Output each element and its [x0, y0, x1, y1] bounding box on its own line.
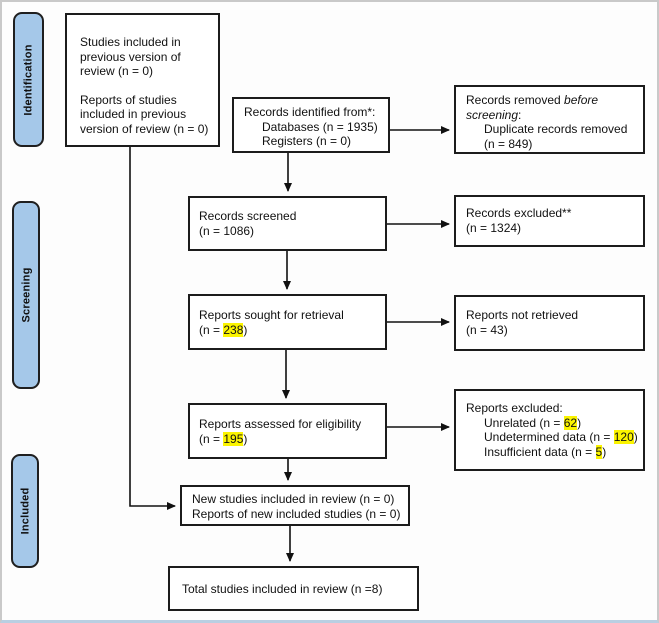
- highlighted-count: 5: [595, 444, 603, 459]
- stage-included-label: Included: [19, 487, 32, 535]
- box-line: (n = 195): [199, 431, 381, 447]
- stage-included: Included: [11, 454, 39, 568]
- box-title: screening:: [466, 108, 639, 123]
- box-line: Studies included in: [80, 35, 181, 49]
- box-text: Records removed: [466, 93, 565, 107]
- box-line: (n = 849): [484, 136, 533, 151]
- box-line: Unrelated (n = 62): [466, 415, 639, 431]
- box-line: New studies included in review (n = 0): [192, 492, 395, 506]
- box-line: Reports not retrieved: [466, 308, 579, 322]
- box-line: review (n = 0): [80, 64, 154, 78]
- box-reports-assessed: Reports assessed for eligibility (n = 19…: [188, 403, 387, 459]
- box-line: Reports sought for retrieval: [199, 308, 344, 322]
- box-previous-review: Studies included in previous version of …: [65, 13, 220, 147]
- box-text: Insufficient data (n =: [484, 444, 596, 459]
- box-text: (n =: [199, 431, 224, 446]
- highlighted-count: 120: [613, 430, 634, 444]
- box-text: ): [243, 431, 248, 446]
- box-line: Records screened: [199, 209, 297, 223]
- box-line: version of review (n = 0): [80, 121, 209, 136]
- box-text: Unrelated (n =: [484, 415, 564, 430]
- stage-identification-label: Identification: [22, 43, 35, 116]
- box-text-italic: screening: [466, 107, 519, 122]
- box-line: Records excluded**: [466, 206, 572, 220]
- box-line: Total studies included in review (n =8): [182, 582, 383, 596]
- box-line: included in previous: [80, 107, 187, 121]
- box-text: ): [243, 322, 248, 337]
- box-line: (n = 1086): [199, 223, 255, 238]
- box-records-identified: Records identified from*: Databases (n =…: [232, 97, 390, 153]
- box-line: Reports assessed for eligibility: [199, 417, 362, 431]
- box-line: (n = 43): [466, 322, 508, 337]
- box-records-excluded: Records excluded** (n = 1324): [454, 195, 645, 247]
- stage-screening: Screening: [12, 201, 40, 389]
- box-line: Databases (n = 1935): [262, 119, 378, 134]
- stage-identification: Identification: [13, 12, 44, 147]
- box-title: Records identified from*:: [244, 105, 376, 119]
- box-text: Undetermined data (n =: [484, 430, 614, 444]
- box-text-italic: before: [564, 93, 599, 107]
- highlighted-count: 238: [223, 322, 244, 337]
- box-reports-not-retrieved: Reports not retrieved (n = 43): [454, 295, 645, 351]
- box-new-included: New studies included in review (n = 0) R…: [180, 485, 410, 526]
- box-line: Duplicate records removed: [484, 122, 628, 136]
- box-reports-sought: Reports sought for retrieval (n = 238): [188, 294, 387, 350]
- box-title: Records removed before: [466, 93, 639, 108]
- box-line: (n = 1324): [466, 220, 522, 235]
- box-text: ): [602, 444, 607, 459]
- box-reports-excluded: Reports excluded: Unrelated (n = 62) Und…: [454, 389, 645, 471]
- box-total-included: Total studies included in review (n =8): [168, 566, 419, 611]
- box-records-removed: Records removed before screening: Duplic…: [454, 85, 645, 154]
- box-text: ): [577, 415, 582, 430]
- arrow-previous-to-new-included: [129, 147, 176, 510]
- box-line: Registers (n = 0): [262, 134, 352, 148]
- highlighted-count: 195: [223, 431, 244, 446]
- box-text: ): [633, 430, 638, 444]
- box-title: Reports excluded:: [466, 401, 563, 415]
- box-line: Reports of studies: [80, 92, 177, 107]
- highlighted-count: 62: [563, 415, 578, 430]
- box-text: (n =: [199, 322, 224, 337]
- box-records-screened: Records screened (n = 1086): [188, 196, 387, 251]
- box-line: (n = 238): [199, 322, 381, 338]
- box-line: Undetermined data (n = 120): [466, 430, 639, 445]
- stage-screening-label: Screening: [20, 267, 32, 323]
- box-line: Insufficient data (n = 5): [466, 444, 639, 460]
- box-text: :: [518, 107, 522, 122]
- box-line: previous version of: [80, 49, 181, 64]
- box-line: Reports of new included studies (n = 0): [192, 506, 401, 521]
